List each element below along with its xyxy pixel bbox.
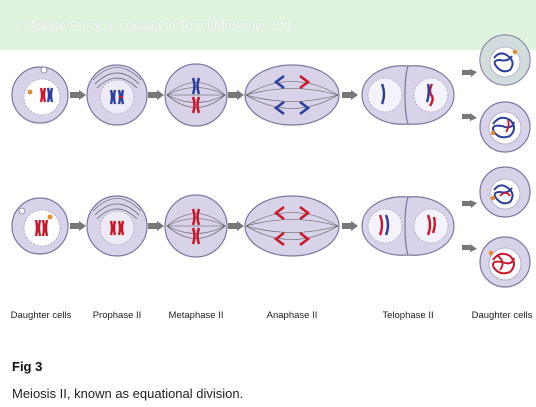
- stage-label-telophase-ii: Telophase II: [382, 310, 434, 321]
- arrow-icon: [470, 69, 477, 77]
- arrow-icon: [470, 113, 477, 121]
- figure-label: Fig 3: [12, 359, 43, 374]
- stage-label-daughter-cells-final: Daughter cells: [471, 310, 533, 321]
- top-prophase-cell: [86, 64, 148, 126]
- top-daughter-cell-a: [479, 34, 531, 86]
- bottom-daughter-cell-b: [479, 236, 531, 288]
- top-anaphase-cell: [244, 64, 340, 126]
- arrow-icon: [237, 90, 244, 100]
- top-daughter-cell: [11, 66, 69, 124]
- stage-label-anaphase-ii: Anaphase II: [266, 310, 318, 321]
- meiosis-ii-diagram: [11, 34, 531, 288]
- bottom-daughter-cell: [11, 197, 69, 255]
- arrow-icon: [157, 90, 164, 100]
- watermark-banner: © Adobe Stock, Licensed to TeachMeSeries…: [0, 0, 536, 50]
- arrow-icon: [79, 90, 86, 100]
- bottom-daughter-cell-a: [479, 166, 531, 218]
- bottom-prophase-cell: [86, 195, 148, 257]
- arrow-icon: [351, 90, 358, 100]
- top-row: [11, 34, 531, 153]
- stage-label-daughter-cells: Daughter cells: [10, 310, 72, 321]
- stage-label-prophase-ii: Prophase II: [92, 310, 142, 321]
- stage-label-metaphase-ii: Metaphase II: [168, 310, 224, 321]
- bottom-telophase-cell: [361, 196, 455, 256]
- bottom-metaphase-cell: [164, 194, 228, 258]
- arrow-icon: [470, 200, 477, 208]
- arrow-icon: [351, 221, 358, 231]
- arrow-icon: [157, 221, 164, 231]
- top-telophase-cell: [361, 65, 455, 125]
- bottom-anaphase-cell: [244, 195, 340, 257]
- watermark-text: © Adobe Stock, Licensed to TeachMeSeries…: [16, 18, 291, 33]
- top-metaphase-cell: [164, 63, 228, 127]
- arrow-icon: [237, 221, 244, 231]
- top-daughter-cell-b: [479, 101, 531, 153]
- figure-caption: Meiosis II, known as equational division…: [12, 386, 244, 401]
- arrow-icon: [79, 221, 86, 231]
- bottom-row: [11, 166, 531, 288]
- arrow-icon: [470, 244, 477, 252]
